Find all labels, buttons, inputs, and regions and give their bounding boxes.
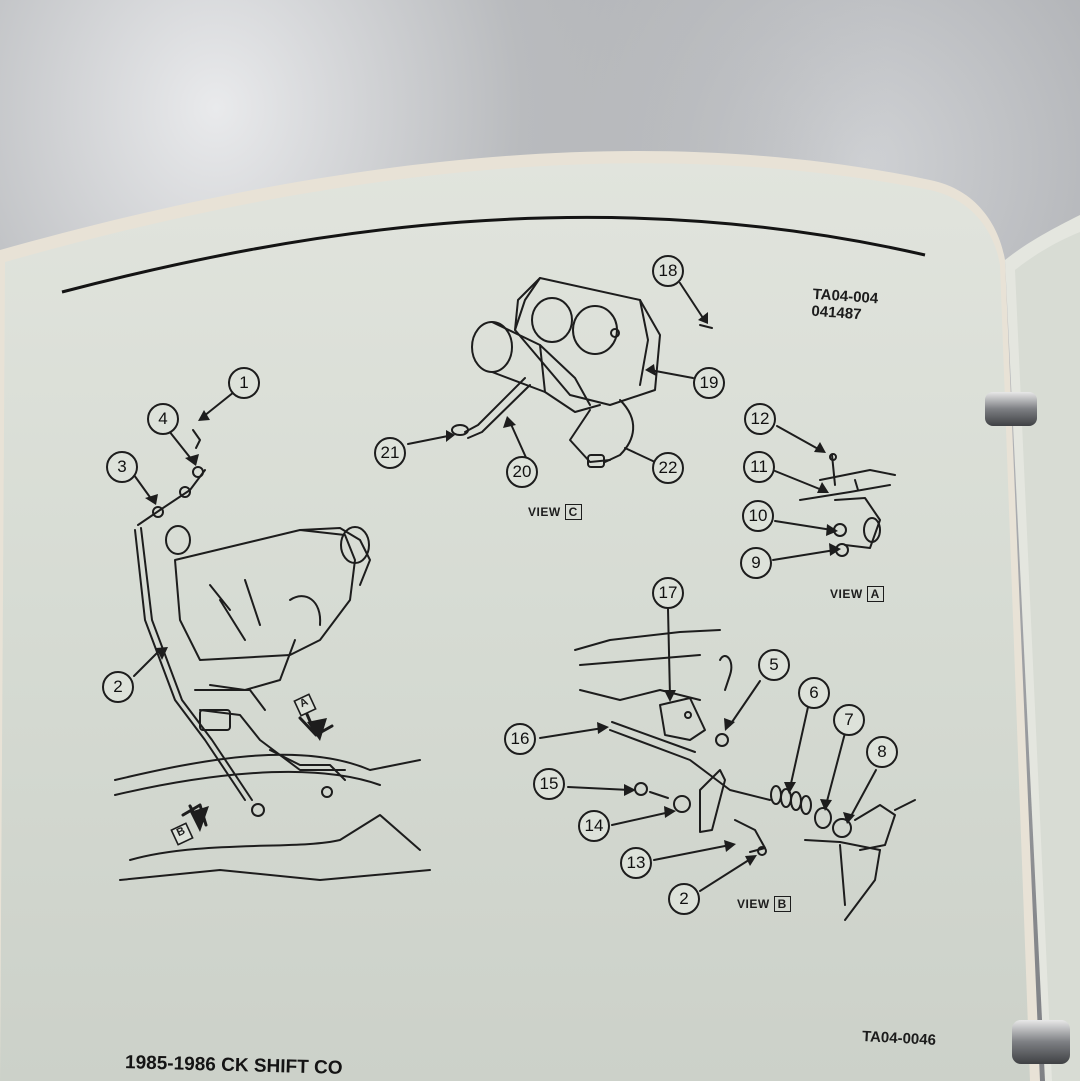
line-art [114,277,916,921]
leader-arrowheads [145,312,855,866]
callout-9: 9 [740,547,772,579]
binder-ring-bottom [1012,1020,1070,1064]
callout-15: 15 [533,768,565,800]
header-rule [61,215,926,294]
callout-18: 18 [652,255,684,287]
callout-5: 5 [758,649,790,681]
callout-17: 17 [652,577,684,609]
callout-4: 4 [147,403,179,435]
figure-stamp: TA04-004 041487 [811,286,879,324]
binder-ring-top [985,392,1037,426]
callout-13: 13 [620,847,652,879]
callout-14: 14 [578,810,610,842]
callout-11: 11 [743,451,775,483]
view-c-label: VIEW C [528,504,582,520]
view-b-label: VIEW B [737,896,791,912]
view-c-letter: C [564,504,582,520]
callout-19: 19 [693,367,725,399]
callout-21: 21 [374,437,406,469]
callout-1: 1 [228,367,260,399]
view-b-letter: B [773,896,791,912]
callout-2: 2 [102,671,134,703]
callout-22: 22 [652,452,684,484]
callout-10: 10 [742,500,774,532]
view-b-word: VIEW [737,897,770,911]
callout-2-view-b: 2 [668,883,700,915]
manual-page [0,163,1030,1081]
view-a-letter: A [866,586,884,602]
callout-6: 6 [798,677,830,709]
callout-3: 3 [106,451,138,483]
callout-7: 7 [833,704,865,736]
view-c-word: VIEW [528,505,561,519]
callout-12: 12 [744,403,776,435]
view-a-word: VIEW [830,587,863,601]
callout-20: 20 [506,456,538,488]
callout-16: 16 [504,723,536,755]
view-marker-tags [170,693,317,846]
view-a-label: VIEW A [830,586,884,602]
callout-8: 8 [866,736,898,768]
